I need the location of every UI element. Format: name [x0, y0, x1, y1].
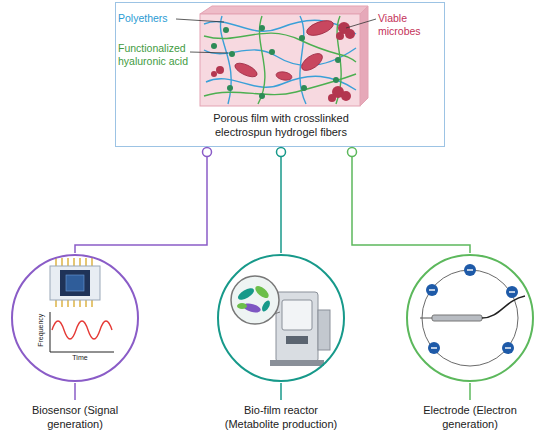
connector-line	[352, 147, 470, 253]
callout-label: Viable microbes	[378, 12, 448, 37]
axis-label: Frequency	[37, 305, 45, 355]
connector-port	[277, 148, 286, 157]
application-label: Biosensor (Signal generation)	[10, 403, 140, 432]
circle-outline	[405, 253, 535, 383]
connector-port	[203, 148, 212, 157]
circle-outline	[218, 255, 344, 381]
circle-outline	[216, 253, 346, 383]
circle-outline	[10, 253, 140, 383]
axis-label: Time	[68, 354, 92, 362]
application-label: Bio-film reactor (Metabolite production)	[216, 403, 346, 432]
callout-label: Functionalized hyaluronic acid	[118, 42, 198, 67]
circle-outline	[407, 255, 533, 381]
hydrogel-film	[200, 6, 368, 106]
bioreactor-illustration	[231, 276, 330, 366]
electrode-illustration	[420, 264, 525, 366]
connector-line	[75, 147, 207, 253]
circle-outline	[12, 255, 138, 381]
label-stems	[75, 383, 470, 400]
application-circle: Electrode (Electron generation)	[405, 253, 535, 438]
callout-label: Polyethers	[118, 12, 188, 25]
application-label: Electrode (Electron generation)	[405, 403, 535, 432]
connector-line	[280, 147, 282, 253]
film-caption: Porous film with crosslinked electrospun…	[196, 111, 366, 140]
leader-lines	[176, 19, 376, 53]
application-circle: Bio-film reactor (Metabolite production)	[216, 253, 346, 438]
application-circle: Biosensor (Signal generation)	[10, 253, 140, 438]
connector-port	[348, 148, 357, 157]
biosensor-illustration	[50, 258, 114, 352]
